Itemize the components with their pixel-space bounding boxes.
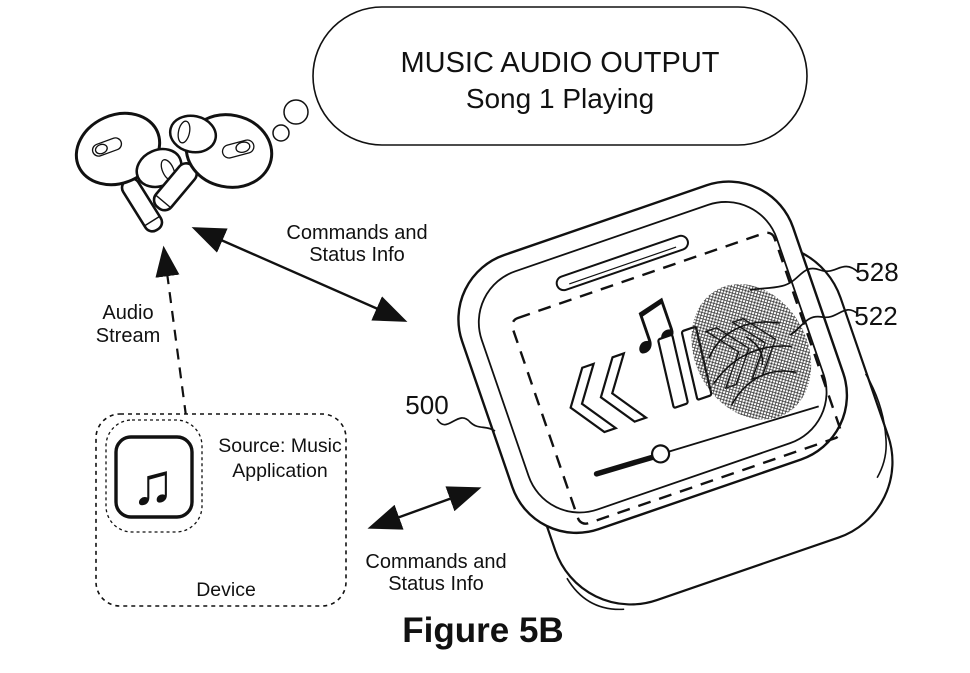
slider-elapsed: [593, 454, 655, 477]
playback-slider[interactable]: [593, 392, 819, 484]
source-label-1: Source: Music: [218, 435, 342, 457]
thought-bubble-outline: [312, 6, 808, 146]
commands-status-arrow-top: [191, 227, 408, 322]
bubble-title: MUSIC AUDIO OUTPUT: [400, 47, 719, 79]
hand-sketch: [708, 321, 797, 406]
app-music-note-glyph: ♫: [131, 452, 175, 517]
source-label-2: Application: [232, 460, 327, 482]
music-app-icon: ♫: [105, 419, 203, 533]
audio-stream-arrow: [155, 245, 188, 417]
slider-knob[interactable]: [650, 443, 672, 465]
commands-status-label-top-2: Status Info: [309, 244, 405, 266]
earbuds-icon: [74, 111, 274, 233]
case-hinge-slot: [555, 234, 689, 292]
vent-detail: [221, 139, 255, 159]
audio-stream-label-1: Audio: [102, 302, 153, 324]
bubble-subtitle: Song 1 Playing: [466, 83, 654, 114]
thought-bubble: [260, 6, 808, 154]
commands-status-label-bottom-1: Commands and: [365, 551, 506, 573]
figure-caption: Figure 5B: [402, 611, 563, 650]
touch-display-boundary: [510, 231, 842, 525]
ref-500-leader: [436, 417, 496, 432]
commands-status-label-bottom-2: Status Info: [388, 573, 484, 595]
charging-case: ♫: [457, 180, 894, 611]
case-corner-facet: [566, 577, 625, 611]
left-earbud: [74, 111, 183, 233]
audio-stream-label-2: Stream: [96, 325, 160, 347]
ref-522-leader: [789, 308, 859, 336]
thought-trail-circle: [283, 99, 309, 125]
device-box: ♫ Source: Music Application Device: [95, 413, 347, 607]
case-front-face: [457, 180, 849, 535]
slider-track: [668, 405, 819, 453]
rewind-icon[interactable]: [560, 351, 649, 439]
ref-522-label: 522: [854, 301, 897, 331]
ref-528-label: 528: [855, 257, 898, 287]
vent-detail: [91, 137, 123, 157]
device-label: Device: [196, 579, 256, 601]
thought-trail-circle: [272, 124, 290, 142]
ref-500-label: 500: [405, 390, 448, 420]
case-bezel: [477, 201, 828, 514]
right-earbud: [152, 113, 274, 212]
commands-status-arrow-bottom: [367, 486, 482, 530]
ref-528-leader: [749, 265, 859, 291]
commands-status-label-top-1: Commands and: [286, 222, 427, 244]
case-corner-facet: [864, 373, 887, 479]
